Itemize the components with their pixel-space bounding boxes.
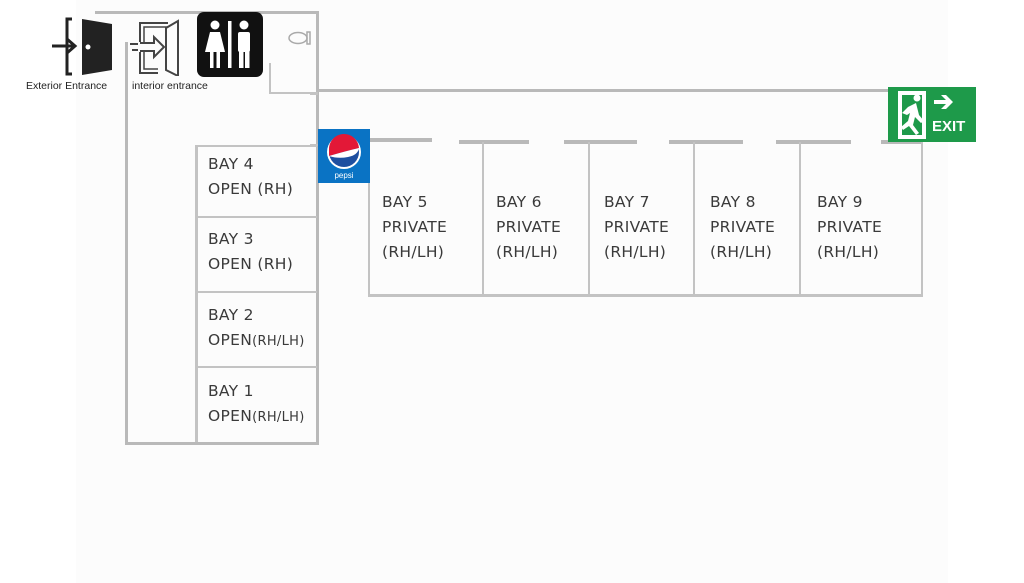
wall-right — [316, 11, 319, 445]
restroom-partition-h — [269, 92, 318, 94]
exterior-entrance-label: Exterior Entrance — [26, 80, 108, 92]
bay-name: BAY 3 — [208, 230, 254, 248]
bay-5[interactable]: BAY 5 PRIVATE (RH/LH) — [370, 144, 482, 294]
bay-divider — [195, 291, 317, 293]
bay-hand: (RH) — [257, 255, 294, 273]
bay-hand: (RH/LH) — [496, 243, 559, 261]
bay-hand: (RH/LH) — [252, 334, 305, 349]
bay-hand: (RH) — [257, 180, 294, 198]
interior-entrance-label: interior entrance — [132, 80, 208, 92]
exit-arrow-icon — [934, 95, 953, 109]
bay-name: BAY 9 — [817, 193, 863, 211]
wall-left — [125, 42, 128, 445]
bay-header-wall — [370, 138, 432, 142]
exterior-entrance-icon[interactable] — [50, 16, 120, 82]
bay-type: OPEN — [208, 407, 253, 425]
bay-name: BAY 5 — [382, 193, 428, 211]
bay-header-wall — [459, 140, 529, 144]
bay-wall — [482, 142, 484, 296]
bay-type: OPEN — [208, 331, 253, 349]
bay-name: BAY 4 — [208, 155, 254, 173]
bay-7[interactable]: BAY 7 PRIVATE (RH/LH) — [590, 144, 693, 294]
bay-header-wall — [881, 140, 923, 144]
bay-type: PRIVATE — [817, 218, 883, 236]
bay-wall — [693, 142, 695, 296]
bay-divider — [195, 366, 317, 368]
restroom-icon[interactable] — [197, 12, 263, 77]
bay-type: PRIVATE — [710, 218, 776, 236]
bay-header-wall — [564, 140, 637, 144]
interior-entrance-icon[interactable] — [128, 18, 184, 80]
bay-wall — [588, 142, 590, 296]
bay-hand: (RH/LH) — [252, 410, 305, 425]
bay-divider — [195, 216, 317, 218]
wall-bottom — [125, 442, 319, 445]
pepsi-label: pepsi — [334, 171, 354, 180]
open-bays-wall — [195, 145, 198, 442]
pepsi-vending-icon[interactable]: pepsi — [318, 129, 370, 183]
bay-name: BAY 6 — [496, 193, 542, 211]
bay-name: BAY 8 — [710, 193, 756, 211]
toilet-icon — [287, 30, 313, 50]
bay-header-wall — [776, 140, 851, 144]
bay-hand: (RH/LH) — [710, 243, 773, 261]
exit-sign[interactable]: EXIT — [888, 87, 976, 142]
bay-9[interactable]: BAY 9 PRIVATE (RH/LH) — [801, 144, 921, 294]
bay-header-wall — [669, 140, 743, 144]
bay-wall — [921, 142, 923, 296]
bay-name: BAY 1 — [208, 382, 254, 400]
bay-hand: (RH/LH) — [604, 243, 667, 261]
bay-bottom-wall — [368, 294, 923, 297]
restroom-partition-v — [269, 63, 271, 93]
bay-name: BAY 7 — [604, 193, 650, 211]
bay-6[interactable]: BAY 6 PRIVATE (RH/LH) — [484, 144, 588, 294]
exit-label: EXIT — [932, 118, 966, 135]
bay-name: BAY 2 — [208, 306, 254, 324]
corridor-wall — [318, 89, 922, 92]
bay-type: PRIVATE — [604, 218, 670, 236]
bay-type: PRIVATE — [496, 218, 562, 236]
bay-4[interactable]: BAY 4 OPEN (RH) — [198, 148, 316, 216]
bay-8[interactable]: BAY 8 PRIVATE (RH/LH) — [695, 144, 799, 294]
bay-wall — [368, 180, 370, 296]
bay-hand: (RH/LH) — [382, 243, 445, 261]
bay-hand: (RH/LH) — [817, 243, 880, 261]
bay-type: PRIVATE — [382, 218, 448, 236]
bay-3[interactable]: BAY 3 OPEN (RH) — [198, 218, 316, 291]
bay-divider — [195, 145, 317, 147]
bay-type: OPEN — [208, 255, 253, 273]
bay-type: OPEN — [208, 180, 253, 198]
bay-wall — [799, 142, 801, 296]
bay-1[interactable]: BAY 1 OPEN(RH/LH) — [198, 368, 316, 442]
bay-2[interactable]: BAY 2 OPEN(RH/LH) — [198, 293, 316, 366]
wall-stub — [310, 93, 318, 95]
